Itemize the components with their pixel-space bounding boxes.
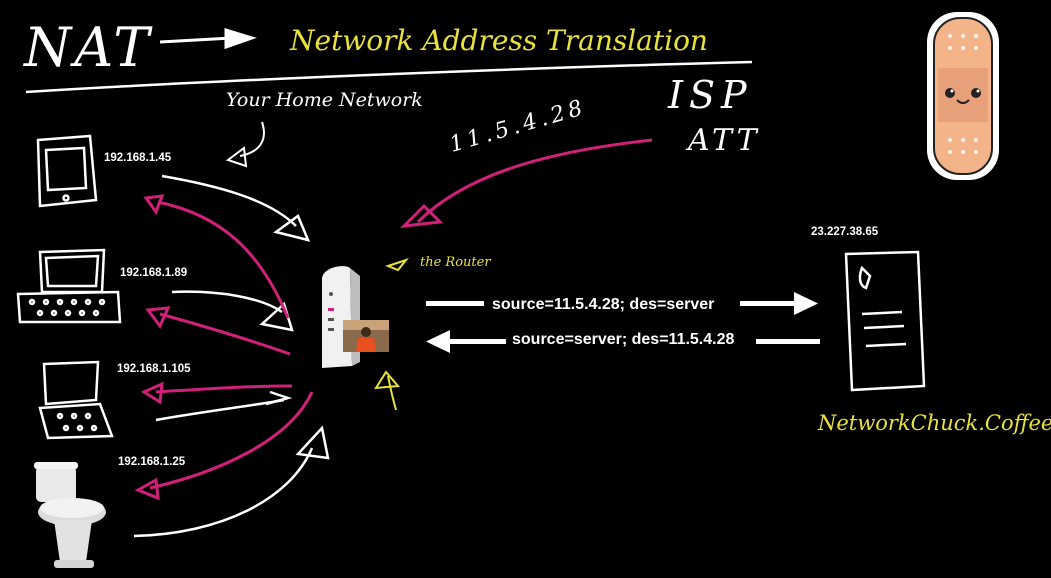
tablet-return-arrowhead [143, 194, 165, 216]
laptop-icon [38, 360, 114, 440]
title-underline [25, 60, 753, 94]
tablet-out-arrowhead [273, 214, 311, 242]
inbound-packet-label: source=server; des=11.5.4.28 [512, 331, 734, 348]
device-ip-laptop: 192.168.1.105 [117, 363, 191, 375]
device-ip-tablet: 192.168.1.45 [104, 152, 172, 164]
toilet-out-arrow [133, 447, 314, 538]
toilet-out-arrowhead [295, 425, 330, 460]
outbound-packet-label: source=11.5.4.28; des=server [492, 296, 714, 313]
inbound-packet-arrow [426, 330, 820, 353]
server-document-icon [844, 250, 926, 392]
router-icon [322, 266, 360, 368]
bandage-logo-icon [927, 12, 999, 180]
router-pointer-arrowhead [374, 370, 401, 390]
toilet-return-arrow [149, 391, 314, 490]
home-label-arrowhead [225, 146, 248, 168]
isp-provider: ATT [685, 123, 761, 158]
outbound-device-arrows [133, 174, 330, 538]
laptop-out-arrow [155, 398, 285, 422]
reaction-photo-icon [343, 320, 389, 352]
router-label-arrowhead [385, 257, 409, 272]
desktop-return-arrowhead [145, 306, 171, 329]
title-full: Network Address Translation [289, 24, 708, 57]
router-pointer-arrow [387, 375, 397, 411]
laptop-return-arrowhead [140, 381, 164, 405]
title-acronym: NAT [22, 16, 153, 79]
server-ip: 23.227.38.65 [811, 226, 879, 238]
desktop-out-arrow [171, 290, 283, 314]
title-arrow [159, 27, 257, 50]
toilet-return-arrowhead [134, 477, 160, 501]
toilet-icon [34, 462, 106, 568]
home-network-label: Your Home Network [226, 89, 423, 111]
laptop-return-arrow [155, 384, 293, 394]
server-name: NetworkChuck.Coffee [817, 411, 1051, 435]
outbound-packet-arrow [426, 292, 818, 315]
device-ip-toilet: 192.168.1.25 [118, 456, 186, 468]
laptop-out-arrowhead [265, 390, 293, 406]
router-label: the Router [420, 255, 491, 270]
device-ip-desktop: 192.168.1.89 [120, 267, 187, 279]
isp-arrowhead [399, 203, 444, 228]
return-device-arrows [134, 194, 314, 501]
tablet-out-arrow [161, 174, 297, 227]
isp-to-router-arrow [416, 138, 653, 224]
public-ip-label: 11.5.4.28 [447, 95, 589, 158]
desktop-return-arrow [159, 312, 291, 356]
tablet-icon [36, 134, 98, 208]
desktop-computer-icon [16, 248, 122, 324]
isp-label: ISP [667, 73, 753, 117]
tablet-return-arrow [157, 200, 290, 319]
